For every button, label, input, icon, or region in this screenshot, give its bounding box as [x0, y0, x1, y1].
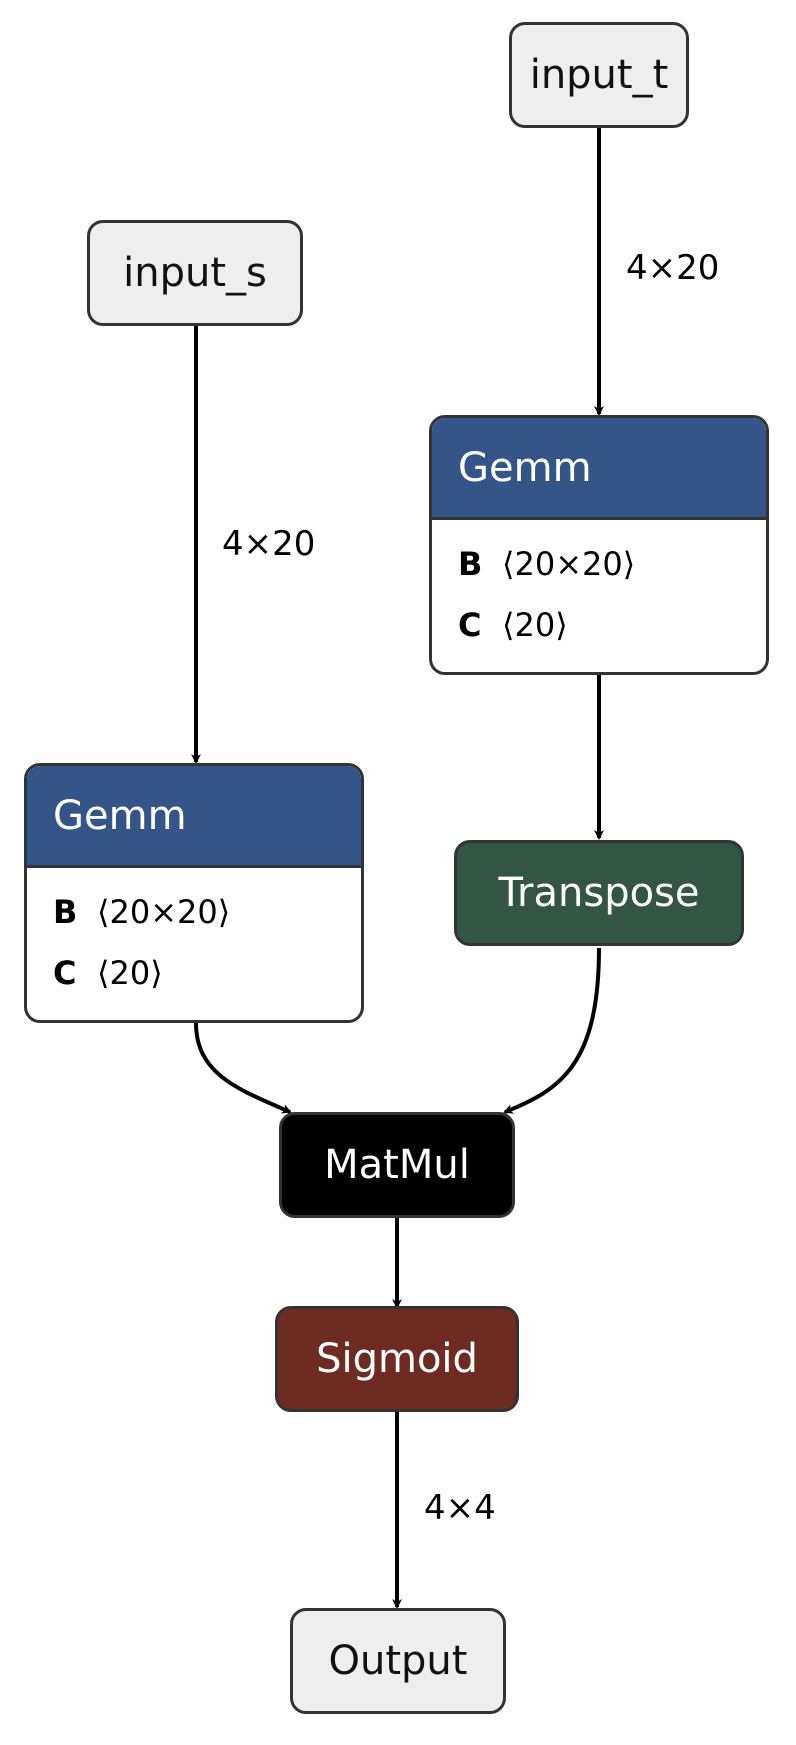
gemm-right-attr-b-name: B	[458, 544, 483, 583]
gemm-right-header: Gemm	[432, 418, 766, 520]
edge-label-sigmoid-output: 4×4	[424, 1488, 496, 1528]
node-gemm-right[interactable]: Gemm B ⟨20×20⟩ C ⟨20⟩	[429, 415, 769, 675]
gemm-left-attr-c: C ⟨20⟩	[27, 942, 361, 1003]
gemm-left-attr-c-value: ⟨20⟩	[97, 953, 163, 992]
node-sigmoid[interactable]: Sigmoid	[275, 1306, 519, 1412]
gemm-right-attr-b-value: ⟨20×20⟩	[502, 544, 636, 583]
gemm-right-attr-c-value: ⟨20⟩	[502, 605, 568, 644]
edge-transpose-to-matmul	[503, 947, 601, 1114]
edge-label-input-s: 4×20	[222, 524, 316, 564]
node-sigmoid-label: Sigmoid	[316, 1336, 478, 1382]
node-input-t[interactable]: input_t	[509, 22, 689, 128]
gemm-left-attr-b-name: B	[53, 892, 78, 931]
gemm-left-attr-b-value: ⟨20×20⟩	[97, 892, 231, 931]
node-output[interactable]: Output	[290, 1608, 506, 1714]
node-input-s[interactable]: input_s	[87, 220, 303, 326]
node-transpose[interactable]: Transpose	[454, 840, 744, 946]
gemm-left-attr-c-name: C	[53, 953, 77, 992]
gemm-right-attr-c-name: C	[458, 605, 482, 644]
node-transpose-label: Transpose	[498, 870, 700, 916]
gemm-right-attr-b: B ⟨20×20⟩	[432, 533, 766, 594]
node-output-label: Output	[328, 1638, 468, 1684]
gemm-right-attr-c: C ⟨20⟩	[432, 594, 766, 655]
node-input-t-label: input_t	[529, 52, 669, 98]
edge-gemm-to-matmul	[194, 1022, 292, 1114]
gemm-left-title: Gemm	[53, 792, 187, 839]
gemm-left-attr-b: B ⟨20×20⟩	[27, 881, 361, 942]
gemm-right-title: Gemm	[458, 444, 592, 491]
node-gemm-left[interactable]: Gemm B ⟨20×20⟩ C ⟨20⟩	[24, 763, 364, 1023]
node-matmul-label: MatMul	[324, 1142, 470, 1188]
node-matmul[interactable]: MatMul	[279, 1112, 515, 1218]
node-input-s-label: input_s	[123, 250, 267, 296]
gemm-left-header: Gemm	[27, 766, 361, 868]
edge-label-input-t: 4×20	[626, 248, 720, 288]
